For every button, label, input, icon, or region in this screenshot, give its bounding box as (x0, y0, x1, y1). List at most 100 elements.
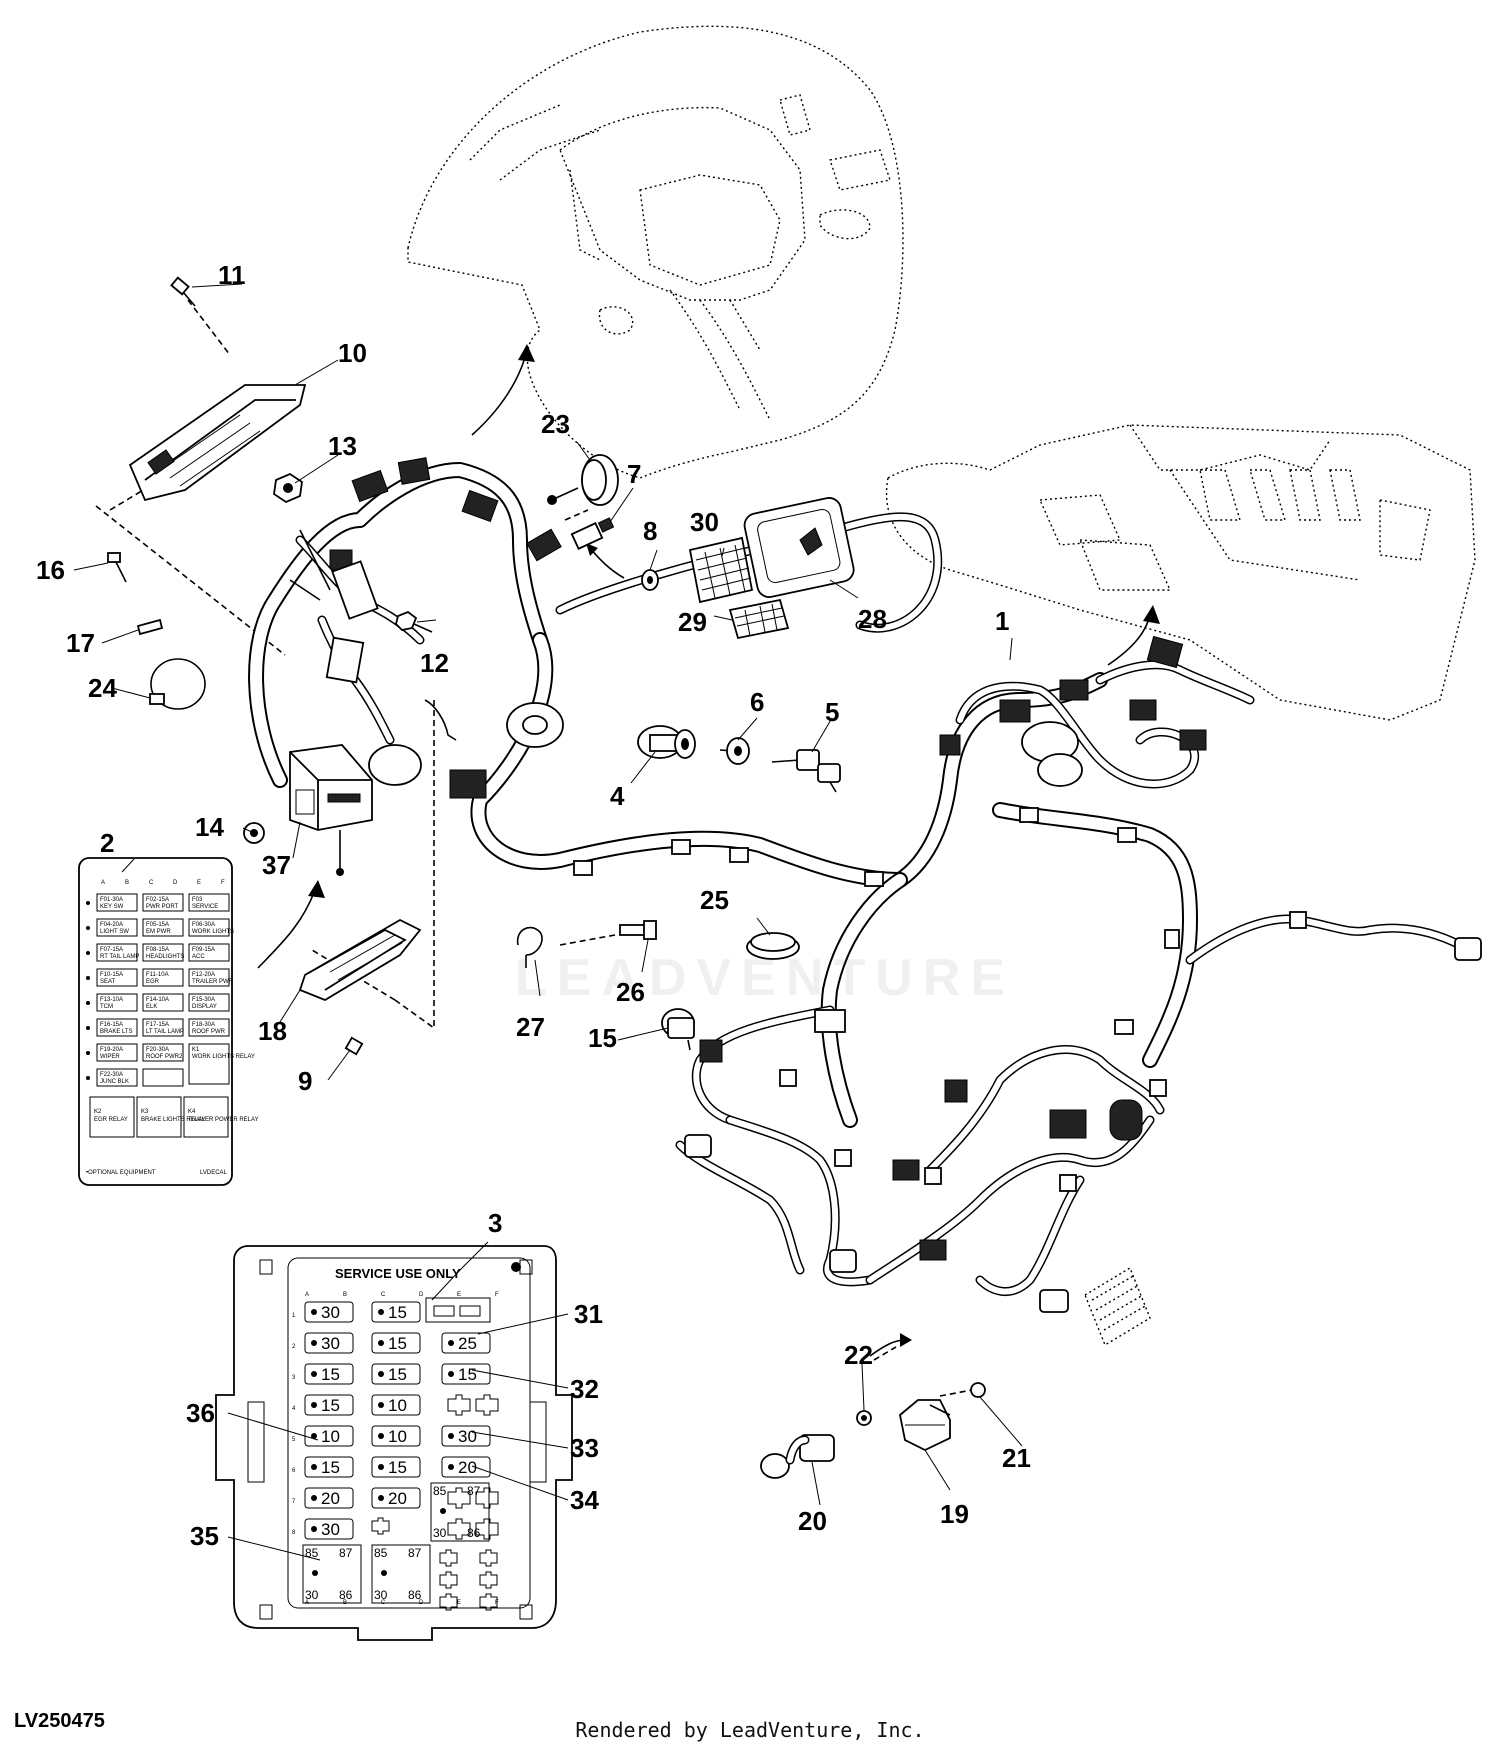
relay: 85 87 30 86 (371, 1544, 431, 1604)
callout-36: 36 (186, 1398, 215, 1428)
watermark: LEADVENTURE (514, 949, 1016, 1007)
decal-code: LVDECAL (200, 1170, 228, 1176)
fuse-rating: 30 (321, 1334, 340, 1353)
callout-6: 6 (750, 687, 764, 717)
svg-text:F08-15A: F08-15A (146, 947, 169, 953)
part-10-controller-module (128, 384, 307, 502)
svg-text:F09-15A: F09-15A (192, 947, 215, 953)
part-29-decal (728, 598, 790, 640)
decal-column-letter: E (197, 880, 201, 886)
column-letter-bottom: C (381, 1600, 386, 1606)
direction-arrows (257, 344, 1160, 1357)
callout-25: 25 (700, 885, 729, 915)
svg-text:DISPLAY: DISPLAY (192, 1004, 217, 1010)
fuse: 30 (304, 1518, 354, 1540)
column-letter: E (457, 1292, 461, 1298)
relay-pin: 85 (374, 1546, 388, 1560)
fuse-rating: 30 (321, 1303, 340, 1322)
callout-19: 19 (940, 1499, 969, 1529)
floor-console-outline (885, 424, 1476, 721)
callout-26: 26 (616, 977, 645, 1007)
svg-text:BRAKE LIGHTS RELAY: BRAKE LIGHTS RELAY (141, 1117, 206, 1123)
svg-text:ACC: ACC (192, 954, 205, 960)
fuse-rating: 15 (321, 1365, 340, 1384)
svg-text:K3: K3 (141, 1109, 149, 1115)
fuse: 15 (304, 1456, 354, 1478)
svg-text:F04-20A: F04-20A (100, 922, 123, 928)
column-letter-bottom: D (419, 1600, 424, 1606)
svg-text:RT TAIL LAMP: RT TAIL LAMP (100, 954, 139, 960)
part-30-decal (688, 536, 754, 604)
part-28-module (743, 497, 855, 598)
svg-text:ELK: ELK (146, 1004, 157, 1010)
part-6-nut (726, 737, 750, 765)
callout-18: 18 (258, 1016, 287, 1046)
relay-pin: 86 (408, 1588, 422, 1602)
svg-text:F02-15A: F02-15A (146, 897, 169, 903)
column-letter: B (343, 1292, 347, 1298)
callout-11: 11 (218, 260, 246, 290)
part-17-clip (136, 618, 164, 636)
part-24-band-clamp (149, 658, 206, 710)
svg-text:EGR: EGR (146, 979, 160, 985)
spare-slot (425, 1297, 491, 1323)
callout-27: 27 (516, 1012, 545, 1042)
part-8-washer (641, 569, 659, 591)
part-22-nut (856, 1410, 872, 1426)
relay-pin: 86 (339, 1588, 353, 1602)
main-wiring-harness (248, 457, 1482, 1313)
callout-28: 28 (858, 604, 887, 634)
relay-pin: 87 (408, 1546, 422, 1560)
fuse: 15 (304, 1394, 354, 1416)
fuse: 20 (304, 1487, 354, 1509)
column-letter: D (419, 1292, 424, 1298)
fuse: 20 (371, 1487, 421, 1509)
callout-9: 9 (298, 1066, 312, 1096)
plug-slot (479, 1593, 498, 1611)
explode-lines (95, 299, 1035, 1397)
fuse: 25 (441, 1332, 491, 1354)
column-letter: C (381, 1292, 386, 1298)
svg-text:K2: K2 (94, 1109, 102, 1115)
leader-lines (73, 283, 1023, 1561)
part-26-bolt (619, 920, 657, 940)
svg-text:F14-10A: F14-10A (146, 997, 169, 1003)
fuse-rating: 15 (321, 1396, 340, 1415)
callout-17: 17 (66, 628, 95, 658)
fuse: 10 (371, 1425, 421, 1447)
callout-3: 3 (488, 1208, 502, 1238)
fuse: 20 (441, 1456, 491, 1478)
callout-13: 13 (328, 431, 357, 461)
render-credit: Rendered by LeadVenture, Inc. (575, 1718, 925, 1742)
column-letter-bottom: E (457, 1600, 461, 1606)
svg-text:F12-20A: F12-20A (192, 972, 215, 978)
callout-7: 7 (627, 459, 641, 489)
fuse: 10 (371, 1394, 421, 1416)
callout-15: 15 (588, 1023, 617, 1053)
svg-text:F22-30A: F22-30A (100, 1072, 123, 1078)
callout-34: 34 (570, 1485, 599, 1515)
relay-pin: 87 (467, 1484, 481, 1498)
fuse: 15 (371, 1301, 421, 1323)
dash-panel-outline (407, 25, 904, 479)
svg-text:LIGHT SW: LIGHT SW (100, 929, 129, 935)
part-7-switch (570, 517, 615, 550)
empty-fuse-slot (447, 1487, 499, 1509)
svg-text:TRAILER POWER RELAY: TRAILER POWER RELAY (188, 1117, 259, 1123)
callout-22: 22 (844, 1340, 873, 1370)
row-number: 8 (292, 1530, 296, 1536)
fuse-rating: 20 (458, 1458, 477, 1477)
plug-slot (439, 1593, 458, 1611)
fuse: 30 (304, 1332, 354, 1354)
callout-1: 1 (995, 606, 1009, 636)
decal-column-letter: D (173, 880, 178, 886)
relay-pin: 30 (374, 1588, 388, 1602)
